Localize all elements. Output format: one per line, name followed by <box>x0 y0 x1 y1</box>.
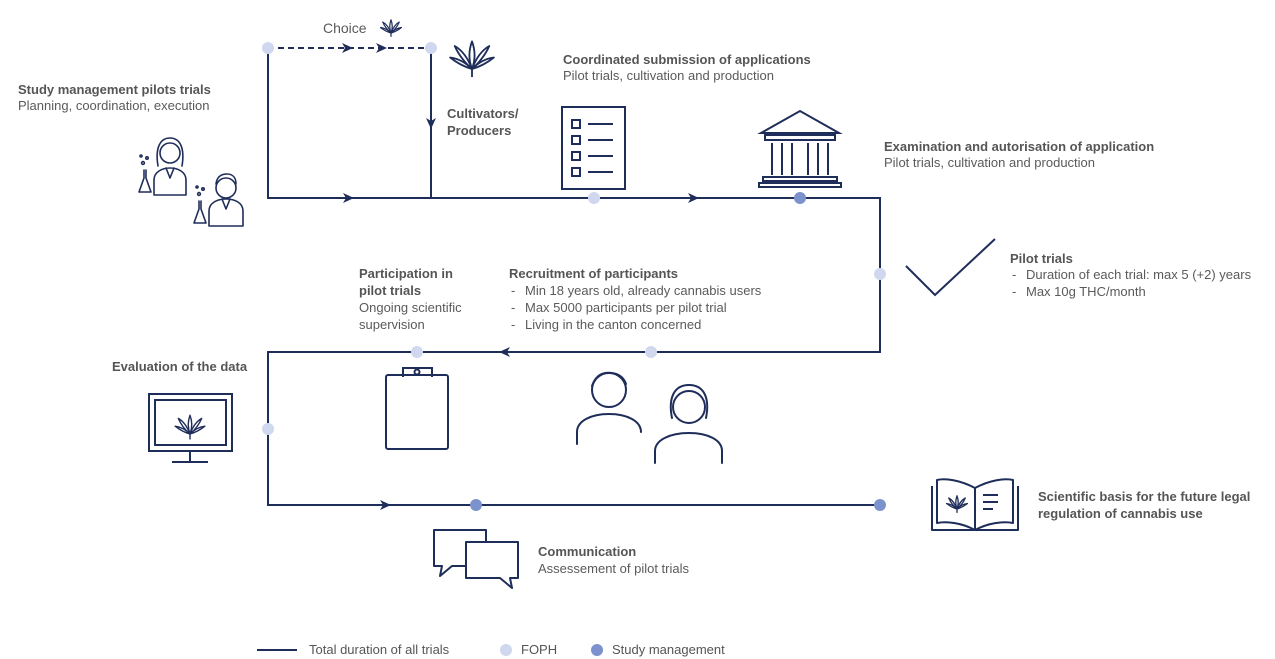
speech-bubbles-icon <box>433 529 519 589</box>
scientific-basis-line1: Scientific basis for the future legal <box>1038 489 1251 504</box>
people-icon <box>576 371 723 464</box>
cannabis-leaf-icon <box>449 40 495 78</box>
recruitment-list: Min 18 years old, already cannabis users… <box>509 282 761 333</box>
legend-foph-swatch <box>500 644 512 656</box>
legend-line-label: Total duration of all trials <box>309 642 450 657</box>
scientific-basis-line2: regulation of cannabis use <box>1038 506 1203 521</box>
coordinated-subtitle: Pilot trials, cultivation and production <box>563 68 775 83</box>
participation-line2: pilot trials <box>359 283 422 298</box>
recruitment-title: Recruitment of participants <box>509 266 679 281</box>
clipboard-icon <box>385 367 449 450</box>
communication-subtitle: Assessement of pilot trials <box>538 561 690 576</box>
list-item: Living in the canton concerned <box>509 316 761 333</box>
open-book-icon <box>931 478 1019 531</box>
arrow-icon <box>688 193 699 203</box>
arrow-icon <box>343 193 354 203</box>
foph-dots <box>262 42 886 435</box>
evaluation-title: Evaluation of the data <box>112 359 248 374</box>
cannabis-leaf-icon <box>174 414 206 441</box>
choice-label: Choice <box>323 20 367 36</box>
examination-subtitle: Pilot trials, cultivation and production <box>884 155 1096 170</box>
scientist-icon <box>138 137 244 227</box>
arrow-icon <box>499 347 510 357</box>
cannabis-leaf-icon <box>379 19 403 38</box>
examination-title: Examination and autorisation of applicat… <box>884 139 1155 154</box>
list-item: Min 18 years old, already cannabis users <box>509 282 761 299</box>
communication-title: Communication <box>538 544 637 559</box>
form-list-icon <box>561 106 626 190</box>
coordinated-title: Coordinated submission of applications <box>563 52 811 67</box>
monitor-icon <box>148 393 233 463</box>
participation-line3: Ongoing scientific <box>359 300 462 315</box>
cultivators-label-line1: Cultivators/ <box>447 106 519 121</box>
cultivators-label-line2: Producers <box>447 123 512 138</box>
participation-line4: supervision <box>359 317 425 332</box>
list-item: Duration of each trial: max 5 (+2) years <box>1010 266 1251 283</box>
checkmark-icon <box>905 238 996 297</box>
legend-study-label: Study management <box>612 642 725 657</box>
legend-study-swatch <box>591 644 603 656</box>
list-item: Max 5000 participants per pilot trial <box>509 299 761 316</box>
cannabis-leaf-icon <box>945 495 969 514</box>
study-management-title: Study management pilots trials <box>18 82 211 97</box>
arrow-down-icon <box>426 118 436 129</box>
arrow-icon <box>342 43 353 53</box>
pilot-trials-list: Duration of each trial: max 5 (+2) years… <box>1010 266 1251 300</box>
legend-foph-label: FOPH <box>521 642 558 657</box>
study-management-subtitle: Planning, coordination, execution <box>18 98 210 113</box>
participation-line1: Participation in <box>359 266 453 281</box>
government-building-icon <box>757 109 843 188</box>
arrow-icon <box>376 43 387 53</box>
study-management-dots <box>470 192 886 511</box>
pilot-trials-title: Pilot trials <box>1010 251 1073 266</box>
arrow-icon <box>380 500 391 510</box>
timeline-arrows <box>342 43 699 510</box>
list-item: Max 10g THC/month <box>1010 283 1251 300</box>
